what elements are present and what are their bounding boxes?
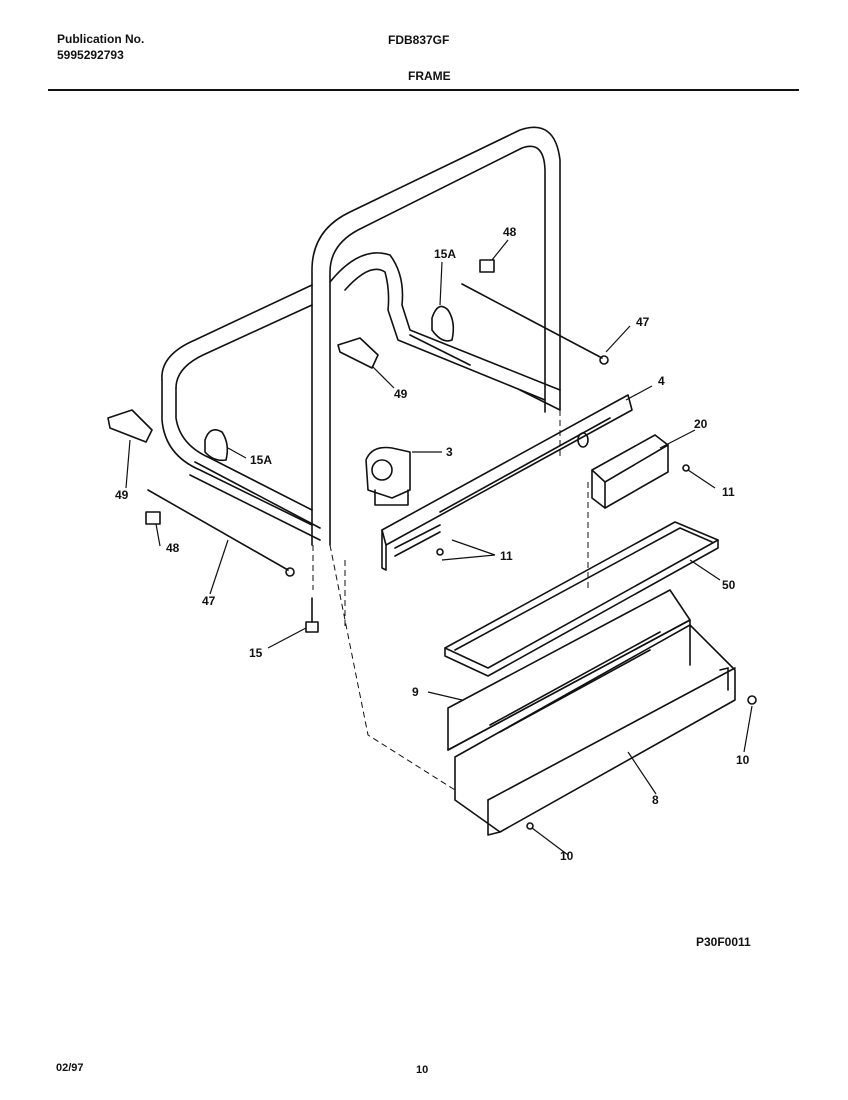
callout-50: 50: [722, 578, 736, 592]
callout-15a-left: 15A: [250, 453, 272, 467]
part-49-clip-left: [107, 409, 153, 443]
part-8-toe-panel: [454, 624, 736, 836]
publication-label: Publication No.: [57, 32, 145, 46]
model-number: FDB837GF: [388, 33, 450, 47]
part-49-clip-center: [337, 337, 379, 369]
callout-48-left: 48: [166, 541, 180, 555]
part-11-screw-right: [682, 464, 690, 472]
date-code: 02/97: [56, 1062, 84, 1074]
callout-48-top: 48: [503, 225, 517, 239]
callout-8: 8: [652, 793, 659, 807]
part-47-rod-left: [147, 489, 295, 577]
part-48-clip-left: [145, 511, 161, 525]
callout-4: 4: [658, 374, 665, 388]
part-10-screw-right: [747, 695, 757, 705]
part-11-screw-mid: [436, 548, 444, 556]
callout-9: 9: [412, 685, 419, 699]
section-title: FRAME: [408, 69, 451, 83]
part-47-rod-top: [461, 283, 609, 365]
publication-number: 5995292793: [57, 48, 124, 62]
part-20-bracket: [591, 434, 669, 509]
callout-49-center: 49: [394, 387, 408, 401]
callout-47-top: 47: [636, 315, 650, 329]
tub-frame: [161, 126, 561, 546]
assembly-lines: [312, 410, 589, 791]
part-9-panel: [447, 589, 691, 751]
part-3-pump: [365, 446, 411, 506]
part-15a-cam-top: [431, 305, 455, 342]
page-number: 10: [416, 1064, 429, 1076]
callout-10-bottom: 10: [560, 849, 574, 863]
callout-10-right: 10: [736, 753, 750, 767]
part-48-clip-top: [479, 259, 495, 273]
part-50-gasket: [444, 521, 719, 677]
part-15-leveling-leg: [305, 597, 319, 633]
callout-15: 15: [249, 646, 263, 660]
header-rule: [48, 89, 799, 91]
callout-47-left: 47: [202, 594, 216, 608]
callout-20: 20: [694, 417, 708, 431]
callout-49-left: 49: [115, 488, 129, 502]
callout-3: 3: [446, 445, 453, 459]
callout-11-right: 11: [722, 485, 735, 499]
part-4-rail: [381, 394, 633, 571]
drawing-code: P30F0011: [696, 935, 751, 949]
callout-15a-top: 15A: [434, 247, 456, 261]
leader-lines: [125, 239, 753, 856]
part-15a-cam-left: [204, 429, 229, 462]
callout-11-mid: 11: [500, 549, 513, 563]
part-10-screw-bottom: [526, 822, 534, 830]
